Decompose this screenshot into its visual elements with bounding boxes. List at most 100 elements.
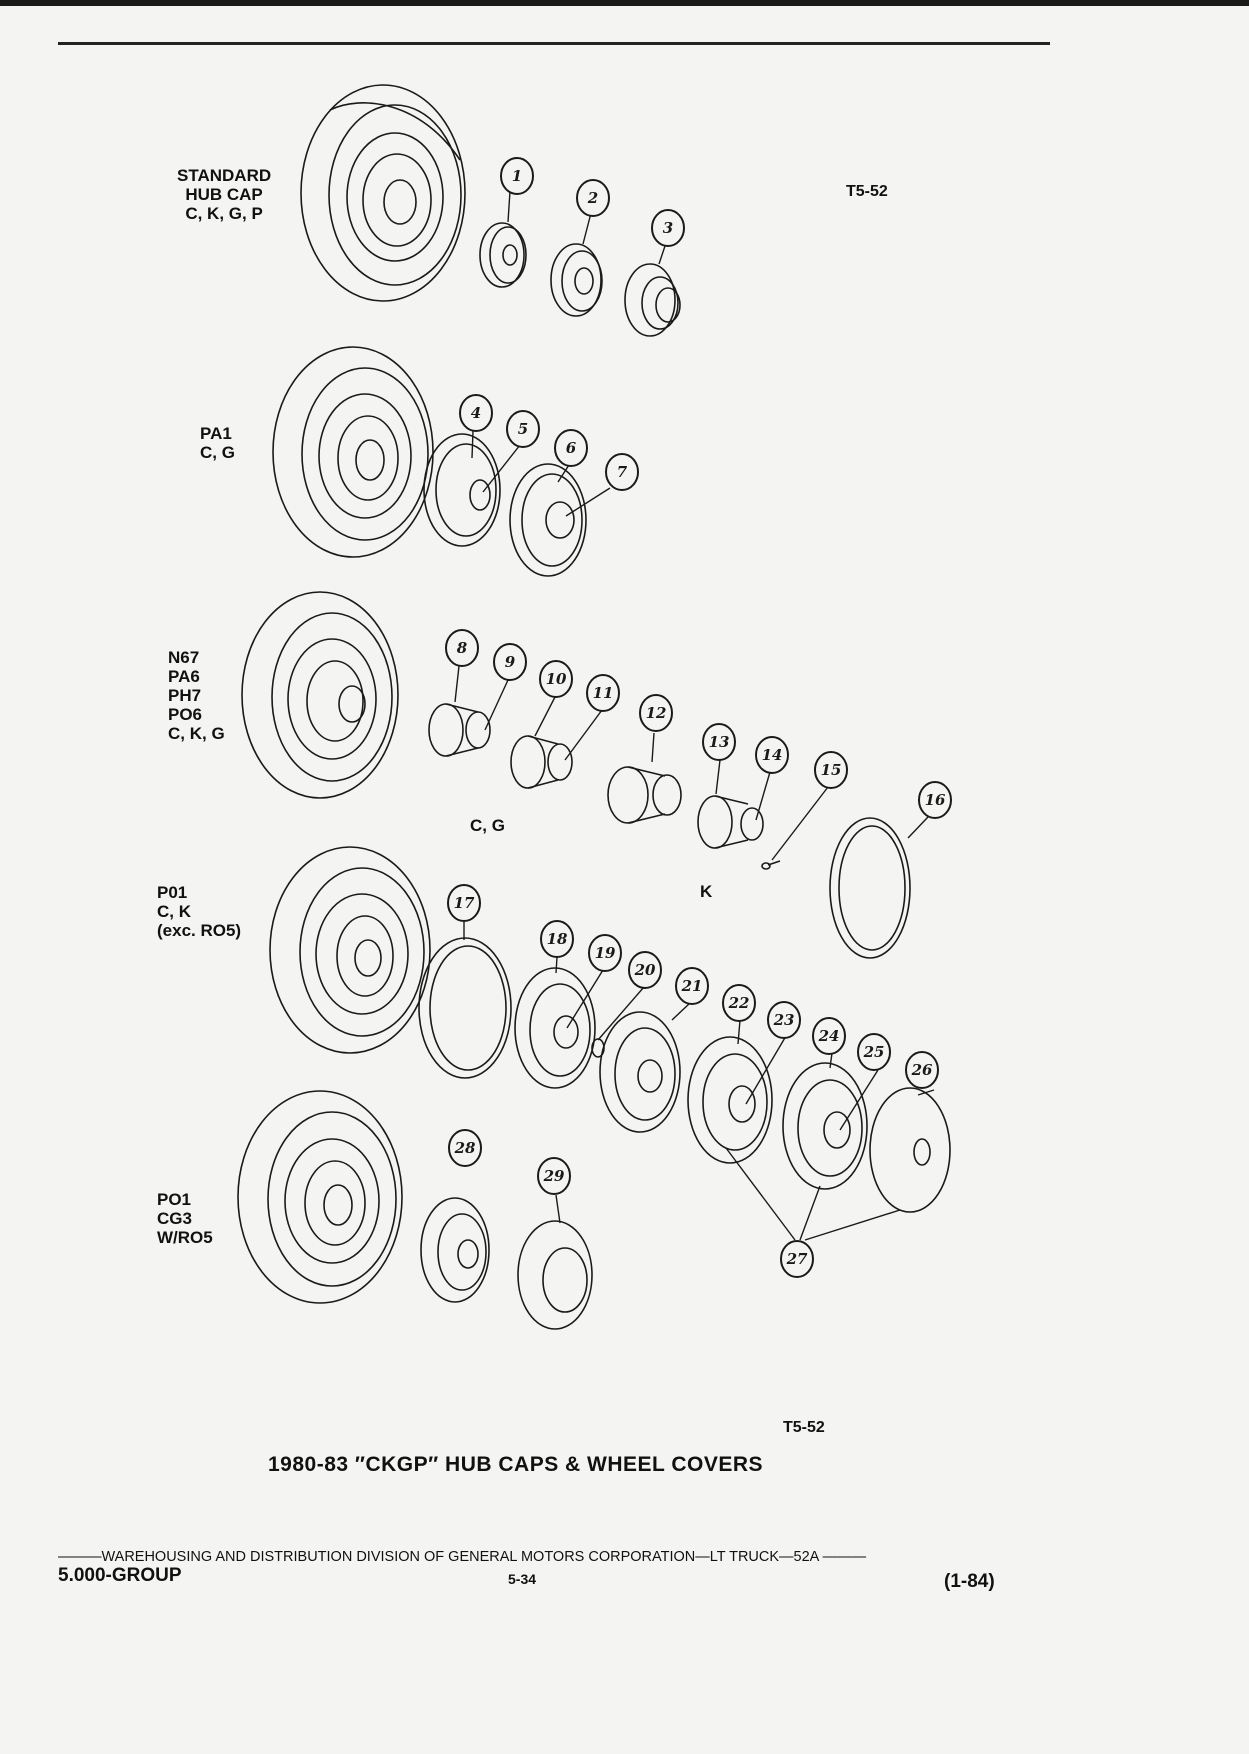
sub-label-k: K <box>700 882 713 901</box>
callout-number-28: 28 <box>454 1139 476 1157</box>
hub-cap-29 <box>517 1220 593 1330</box>
callout-circle-14 <box>755 736 789 774</box>
tire-wheel-4 <box>269 846 431 1054</box>
callout-circle-29 <box>537 1157 571 1195</box>
wheel-cover-26 <box>869 1087 951 1213</box>
callout-circle-6 <box>554 429 588 467</box>
callout-number-21: 21 <box>681 977 703 995</box>
callout-number-12: 12 <box>646 704 667 722</box>
wheel-cover-18 <box>514 967 596 1089</box>
wheel-cover-22 <box>687 1036 773 1164</box>
callout-number-15: 15 <box>821 761 842 779</box>
callout-circle-5 <box>506 410 540 448</box>
callout-number-17: 17 <box>454 894 475 912</box>
callout-circle-13 <box>702 723 736 761</box>
callout-number-26: 26 <box>911 1061 933 1079</box>
wheel-cover-6 <box>509 463 587 577</box>
trim-ring-16 <box>829 817 911 959</box>
wheel-cover-21 <box>599 1011 681 1133</box>
callout-circle-22 <box>722 984 756 1022</box>
hub-8 <box>428 703 491 757</box>
callout-number-29: 29 <box>543 1167 565 1185</box>
callout-circle-3 <box>651 209 685 247</box>
hub-13 <box>697 795 764 849</box>
group-label-standard: STANDARD HUB CAP C, K, G, P <box>177 166 272 223</box>
callout-circle-12 <box>639 694 673 732</box>
footer-date: (1-84) <box>944 1571 995 1592</box>
callout-number-13: 13 <box>709 733 730 751</box>
callout-circle-24 <box>812 1017 846 1055</box>
callout-circle-9 <box>493 643 527 681</box>
group-label-po1: PO1 CG3 W/RO5 <box>157 1190 213 1247</box>
callout-circle-17 <box>447 884 481 922</box>
hub-cap-1 <box>479 222 527 288</box>
ref-code-top: T5-52 <box>846 183 888 200</box>
callout-number-14: 14 <box>762 746 783 764</box>
top-border <box>0 0 1249 6</box>
hub-10 <box>510 735 573 789</box>
callout-circle-21 <box>675 967 709 1005</box>
callout-number-3: 3 <box>663 219 673 237</box>
hub-cap-28 <box>420 1197 490 1303</box>
callout-circle-11 <box>586 674 620 712</box>
callout-circle-10 <box>539 660 573 698</box>
callout-number-19: 19 <box>595 944 616 962</box>
callout-circle-28 <box>448 1129 482 1167</box>
callouts: 1234567891011121314151617181920212223242… <box>445 157 952 1278</box>
screw-15 <box>761 860 781 870</box>
callout-number-1: 1 <box>512 167 522 185</box>
hub-cap-3 <box>624 263 681 337</box>
figure-caption: 1980-83 ″CKGP″ HUB CAPS & WHEEL COVERS <box>268 1453 764 1476</box>
footer-group: 5.000-GROUP <box>58 1565 182 1586</box>
tire-wheel-3 <box>241 591 399 799</box>
callout-number-10: 10 <box>546 670 567 688</box>
wheel-cover-4 <box>423 433 501 547</box>
callout-circle-16 <box>918 781 952 819</box>
callout-circle-7 <box>605 453 639 491</box>
callout-number-18: 18 <box>547 930 568 948</box>
callout-number-20: 20 <box>634 961 656 979</box>
callout-circle-1 <box>500 157 534 195</box>
callout-number-24: 24 <box>818 1027 840 1045</box>
tire-wheel-5 <box>237 1090 403 1304</box>
header-rule <box>58 42 1050 45</box>
callout-number-6: 6 <box>566 439 577 457</box>
callout-circle-20 <box>628 951 662 989</box>
callout-circle-23 <box>767 1001 801 1039</box>
group-label-pa1: PA1 C, G <box>200 424 235 462</box>
callout-circle-8 <box>445 629 479 667</box>
callout-circle-27 <box>780 1240 814 1278</box>
callout-number-11: 11 <box>593 684 614 702</box>
callout-number-8: 8 <box>457 639 468 657</box>
callout-number-2: 2 <box>587 189 598 207</box>
footer-page: 5-34 <box>508 1571 537 1587</box>
callout-circle-15 <box>814 751 848 789</box>
callout-number-22: 22 <box>728 994 750 1012</box>
callout-number-9: 9 <box>505 653 516 671</box>
tire-wheel-2 <box>272 346 434 558</box>
callout-number-16: 16 <box>925 791 946 809</box>
sub-label-cg: C, G <box>470 816 505 835</box>
callout-number-7: 7 <box>617 463 628 481</box>
callout-number-5: 5 <box>518 420 528 438</box>
callout-circle-18 <box>540 920 574 958</box>
callout-number-23: 23 <box>773 1011 795 1029</box>
callout-circle-19 <box>588 934 622 972</box>
callout-circle-25 <box>857 1033 891 1071</box>
callout-circle-26 <box>905 1051 939 1089</box>
wheel-cover-24 <box>782 1062 868 1190</box>
tire-wheel-1 <box>300 84 466 302</box>
ref-code-bottom: T5-52 <box>783 1419 825 1436</box>
callout-circle-2 <box>576 179 610 217</box>
leader-lines <box>454 190 935 1241</box>
trim-ring-17 <box>418 937 512 1079</box>
callout-number-4: 4 <box>471 404 481 422</box>
callout-number-27: 27 <box>786 1250 808 1268</box>
hub-cap-2 <box>550 243 603 317</box>
callout-circle-4 <box>459 394 493 432</box>
footer-line: ———WAREHOUSING AND DISTRIBUTION DIVISION… <box>58 1549 867 1565</box>
callout-number-25: 25 <box>863 1043 885 1061</box>
group-label-n67: N67 PA6 PH7 PO6 C, K, G <box>168 648 225 743</box>
group-label-p01: P01 C, K (exc. RO5) <box>157 883 242 940</box>
